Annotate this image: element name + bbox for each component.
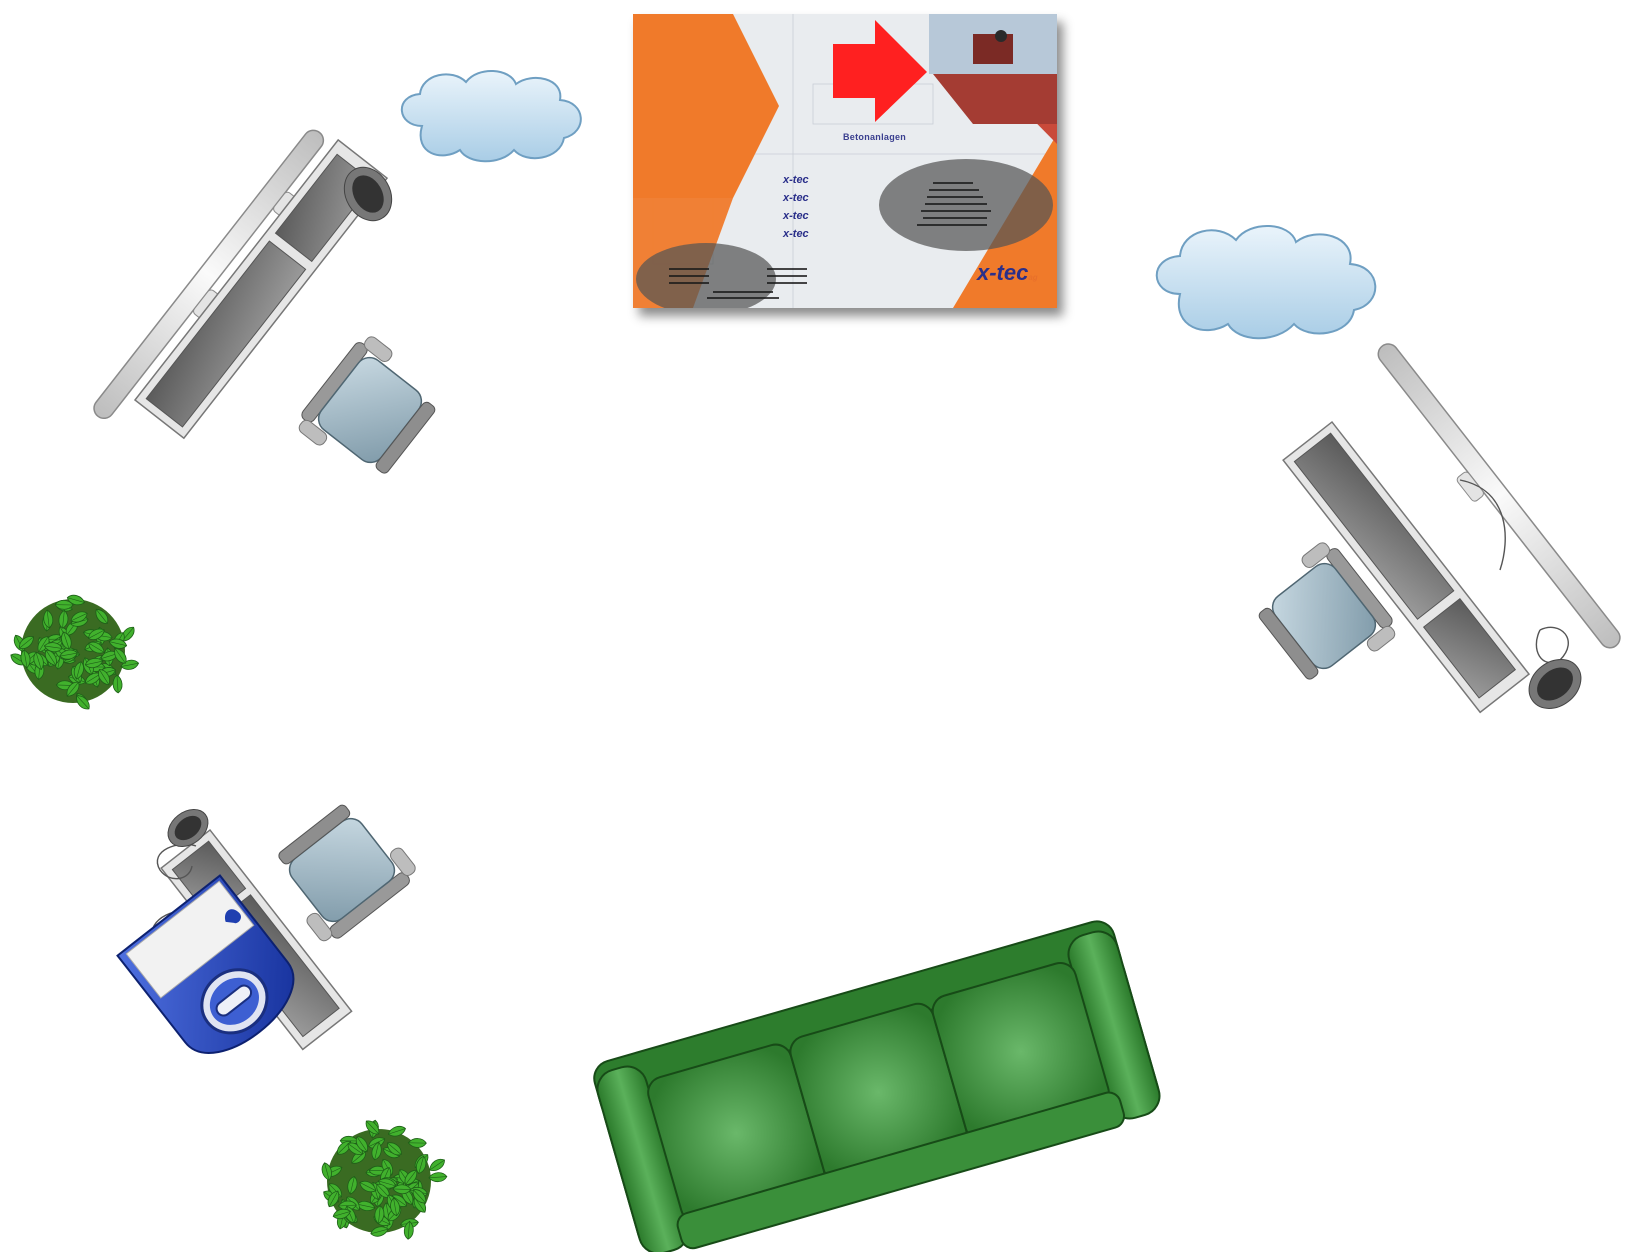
mouse <box>1519 649 1590 718</box>
logo-small-3: x-tec <box>783 210 809 222</box>
chair <box>292 331 448 490</box>
plant-bottom <box>314 1116 454 1252</box>
xtec-logo: x-tecag <box>977 260 1038 286</box>
logo-small-2: x-tec <box>783 192 809 204</box>
imac <box>118 876 311 1072</box>
plant-left <box>8 586 148 722</box>
logo-sub: ag <box>1028 273 1037 282</box>
sofa <box>560 916 1140 1251</box>
brochure: Betonanlagen x-tec x-tec x-tec x-tec x-t… <box>633 14 1057 308</box>
logo-text: x-tec <box>977 260 1028 285</box>
workstation-top-left <box>50 110 470 510</box>
logo-small-1: x-tec <box>783 174 809 186</box>
workstation-right <box>1260 330 1652 730</box>
brochure-title: Betonanlagen <box>843 132 906 142</box>
chair <box>263 792 422 948</box>
imac-workstation-bottom-left <box>100 780 440 1100</box>
logo-small-4: x-tec <box>783 228 809 240</box>
cloud-right <box>1146 220 1384 344</box>
